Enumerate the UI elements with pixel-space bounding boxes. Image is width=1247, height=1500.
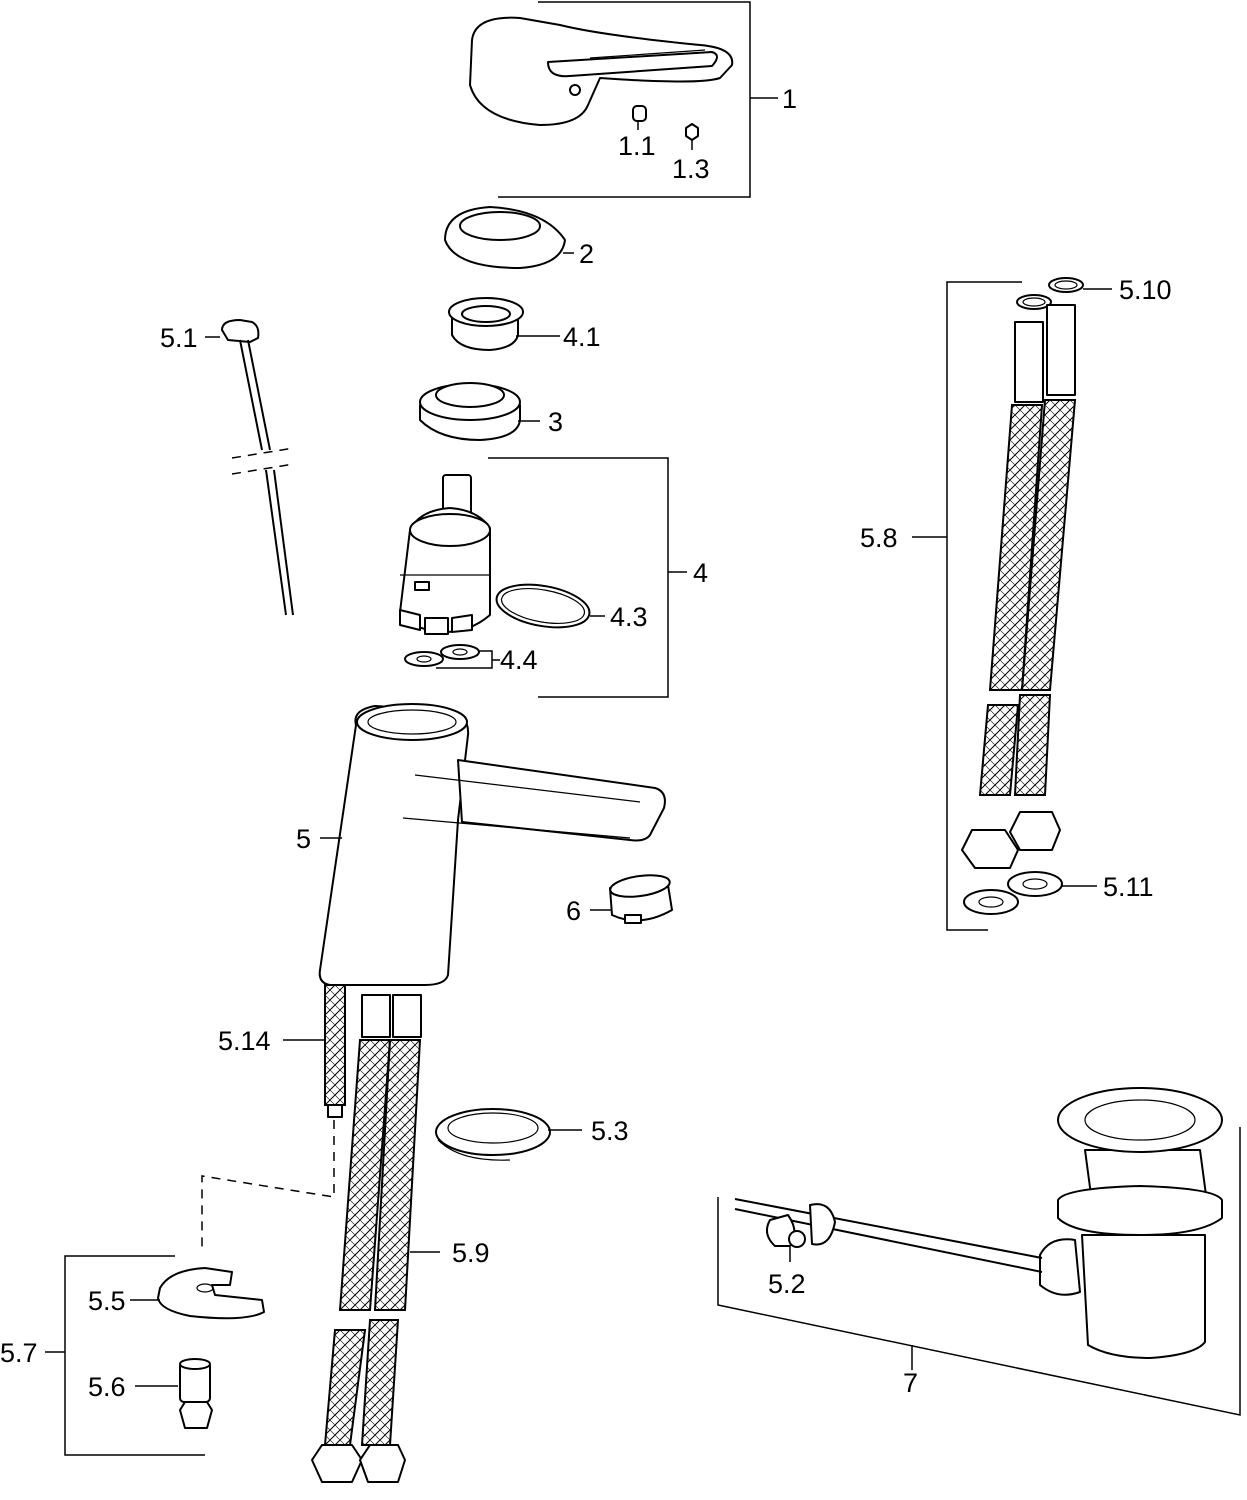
adapter-ring-part-4-1 [448,297,524,351]
label-5-11: 5.11 [1103,872,1154,902]
label-5-10: 5.10 [1119,275,1172,305]
washers-part-5-11 [963,871,1063,915]
label-4-4: 4.4 [500,645,538,675]
lever-handle-part-1 [469,16,734,126]
fixing-plate-part-5-5 [157,1267,265,1320]
label-1-1: 1.1 [618,131,656,161]
label-4: 4 [693,558,708,588]
label-5-2: 5.2 [768,1269,806,1299]
cartridge-part-4 [399,474,491,635]
waste-drain-part-7 [734,1087,1223,1359]
label-3: 3 [548,407,563,437]
label-5-6: 5.6 [88,1372,126,1402]
seal-rings-part-5-10 [1016,277,1084,310]
popup-rod-part-5-1 [221,319,295,616]
label-4-1: 4.1 [563,322,601,352]
nut-part-1-3 [685,123,699,141]
label-5-3: 5.3 [591,1116,629,1146]
label-1-3: 1.3 [672,154,710,184]
label-5-5: 5.5 [88,1286,126,1316]
label-7: 7 [903,1368,918,1398]
label-4-3: 4.3 [610,602,648,632]
seal-rings-part-4-4 [404,644,480,667]
cover-cap-part-2 [444,206,566,269]
label-5-1: 5.1 [160,323,198,353]
label-5-7: 5.7 [0,1338,38,1368]
fixing-nut-part-5-6 [179,1358,213,1429]
label-6: 6 [566,896,581,926]
o-ring-part-4-3 [495,583,591,629]
label-5-14: 5.14 [218,1026,271,1056]
aerator-part-6 [609,874,673,924]
sealing-ring-part-5-3 [435,1108,551,1161]
supply-hoses-part-5-9 [311,994,422,1483]
label-2: 2 [579,239,594,269]
long-supply-hoses-part-5-8 [961,304,1077,869]
label-5-8: 5.8 [860,523,898,553]
threaded-stud-part-5-14 [324,984,346,1118]
label-5: 5 [296,824,311,854]
screw-part-1-1 [632,105,647,122]
label-5-9: 5.9 [452,1238,490,1268]
label-1: 1 [782,84,797,114]
mixer-body-part-5 [318,703,666,986]
clamping-nut-part-3 [419,382,521,441]
